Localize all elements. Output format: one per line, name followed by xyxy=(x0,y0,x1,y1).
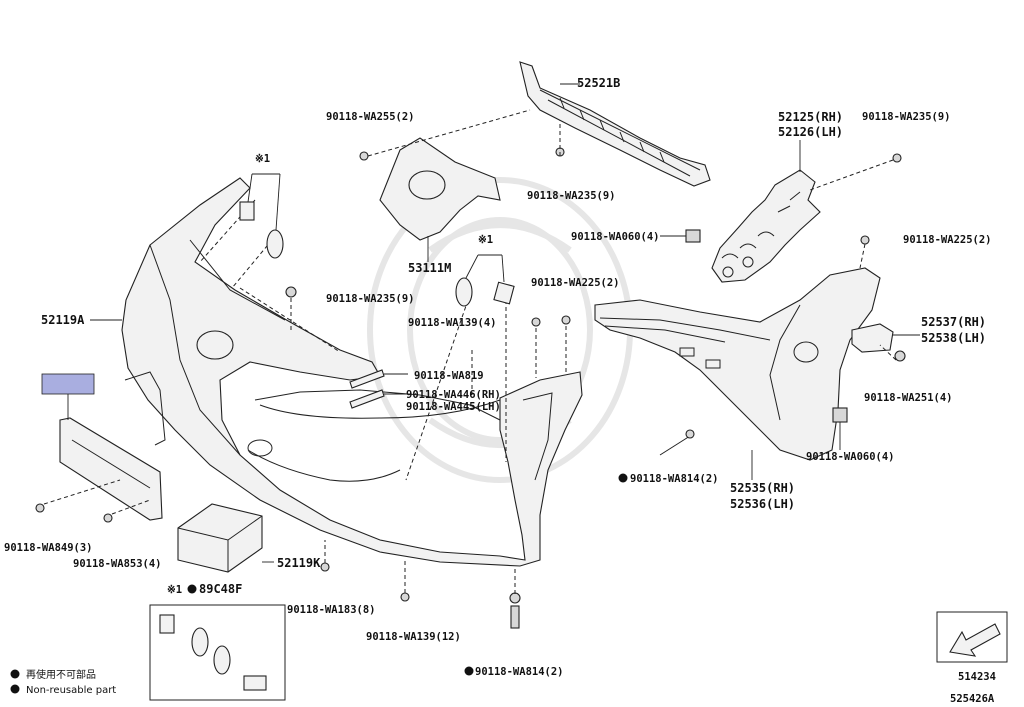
label-52538: 52538(LH) xyxy=(921,331,986,345)
clip-wa060-a[interactable] xyxy=(685,229,701,243)
part-labels: 52521B 90118-WA255(2) 52125(RH) 52126(LH… xyxy=(4,76,996,705)
label-wa139-4: 90118-WA139(4) xyxy=(408,317,497,329)
packing-box-52119K[interactable] xyxy=(177,503,263,573)
sensor-kit-box-89C48F[interactable] xyxy=(149,604,286,701)
upper-retainer-53111M[interactable] xyxy=(379,137,501,241)
label-53111M: 53111M xyxy=(408,261,451,275)
label-wa060-b: 90118-WA060(4) xyxy=(806,451,895,463)
label-wa814-b: 90118-WA814(2) xyxy=(475,666,564,678)
license-plate-bracket[interactable] xyxy=(41,373,163,521)
label-52125: 52125(RH) xyxy=(778,110,843,124)
legend-dot-jp xyxy=(10,669,20,679)
label-wa060-a: 90118-WA060(4) xyxy=(571,231,660,243)
bumper-cover-52119A[interactable] xyxy=(121,177,583,567)
label-wa849: 90118-WA849(3) xyxy=(4,542,93,554)
label-wa235-a: 90118-WA235(9) xyxy=(862,111,951,123)
label-wa225-a: 90118-WA225(2) xyxy=(903,234,992,246)
label-note1-b: ※1 xyxy=(478,234,493,246)
label-wa235-c: 90118-WA235(9) xyxy=(326,293,415,305)
clip-wa060-b[interactable] xyxy=(832,407,848,423)
label-52537: 52537(RH) xyxy=(921,315,986,329)
clip-note1-center[interactable] xyxy=(455,277,515,307)
label-89C48F: 89C48F xyxy=(199,582,242,596)
dashed-leaders xyxy=(43,109,897,594)
label-52119K: 52119K xyxy=(277,556,321,570)
license-plate-highlight xyxy=(41,373,95,395)
label-525426A: 525426A xyxy=(950,693,995,705)
clip-52537-52538[interactable] xyxy=(851,323,894,353)
label-wa255: 90118-WA255(2) xyxy=(326,111,415,123)
bumper-reinforcement-52521B[interactable] xyxy=(519,61,711,187)
clip-note1-upper[interactable] xyxy=(239,201,284,259)
label-note1-c: ※1 xyxy=(167,584,182,596)
legend-jp: 再使用不可部品 xyxy=(26,668,96,681)
label-wa139-12: 90118-WA139(12) xyxy=(366,631,461,643)
label-52126: 52126(LH) xyxy=(778,125,843,139)
label-514234: 514234 xyxy=(958,671,996,683)
side-grille-52535-52536[interactable] xyxy=(594,267,881,461)
bumper-bracket-52125-52126[interactable] xyxy=(711,169,821,283)
label-wa251: 90118-WA251(4) xyxy=(864,392,953,404)
label-wa819: 90118-WA819 xyxy=(414,370,484,382)
label-52535: 52535(RH) xyxy=(730,481,795,495)
label-wa446: 90118-WA446(RH) xyxy=(406,389,501,401)
label-wa225-b: 90118-WA225(2) xyxy=(531,277,620,289)
label-wa814-a: 90118-WA814(2) xyxy=(630,473,719,485)
label-wa183: 90118-WA183(8) xyxy=(287,604,376,616)
front-direction-icon xyxy=(936,611,1008,663)
slot-clips[interactable] xyxy=(349,369,385,409)
non-reusable-markers xyxy=(187,473,628,676)
label-52536: 52536(LH) xyxy=(730,497,795,511)
label-note1-a: ※1 xyxy=(255,153,270,165)
label-wa853: 90118-WA853(4) xyxy=(73,558,162,570)
legend-en: Non-reusable part xyxy=(26,685,116,696)
legend: 再使用不可部品 Non-reusable part xyxy=(10,668,116,696)
label-wa235-b: 90118-WA235(9) xyxy=(527,190,616,202)
label-52521B: 52521B xyxy=(577,76,620,90)
label-52119A: 52119A xyxy=(41,313,85,327)
label-wa445: 90118-WA445(LH) xyxy=(406,401,501,413)
legend-dot-en xyxy=(10,684,20,694)
